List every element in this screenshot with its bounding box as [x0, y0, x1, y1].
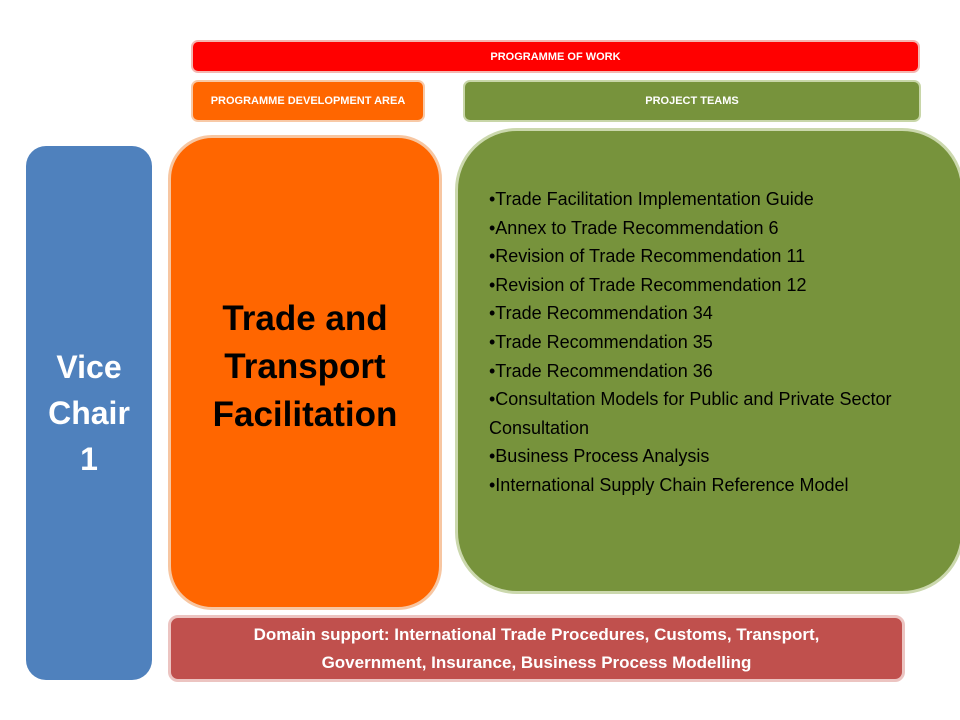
development-area-line-2: Transport: [224, 346, 386, 386]
programme-of-work-label: PROGRAMME OF WORK: [490, 50, 621, 63]
programme-development-area-label: PROGRAMME DEVELOPMENT AREA: [210, 94, 406, 107]
vice-chair-box: Vice Chair 1: [26, 146, 152, 680]
project-teams-box: •Trade Facilitation Implementation Guide…: [455, 128, 960, 594]
development-area-line-3: Facilitation: [212, 394, 398, 434]
list-item: •Business Process Analysis: [489, 446, 710, 467]
list-item: •Trade Recommendation 34: [489, 303, 713, 324]
trade-transport-facilitation-box: Trade and Transport Facilitation: [168, 135, 442, 610]
project-teams-label: PROJECT TEAMS: [645, 95, 739, 107]
list-item: •Revision of Trade Recommendation 12: [489, 274, 807, 295]
list-item: •Consultation Models for Public and Priv…: [489, 389, 892, 438]
development-area-line-1: Trade and: [222, 298, 388, 338]
vice-chair-line-2: Chair: [48, 395, 130, 431]
domain-support-line-2: Government, Insurance, Business Process …: [321, 652, 752, 672]
list-item: •Revision of Trade Recommendation 11: [489, 246, 806, 267]
vice-chair-line-3: 1: [80, 441, 98, 477]
vice-chair-line-1: Vice: [56, 349, 122, 385]
list-item: •Annex to Trade Recommendation 6: [489, 217, 779, 238]
programme-of-work-banner: PROGRAMME OF WORK: [191, 40, 920, 73]
domain-support-line-1: Domain support: International Trade Proc…: [253, 624, 820, 644]
list-item: •International Supply Chain Reference Mo…: [489, 474, 849, 495]
list-item: •Trade Recommendation 36: [489, 360, 713, 381]
list-item: •Trade Facilitation Implementation Guide: [489, 189, 814, 209]
programme-development-area-header: PROGRAMME DEVELOPMENT AREA: [191, 80, 425, 122]
list-item: •Trade Recommendation 35: [489, 331, 713, 352]
project-teams-header: PROJECT TEAMS: [463, 80, 921, 122]
domain-support-box: Domain support: International Trade Proc…: [168, 615, 905, 682]
project-list: •Trade Facilitation Implementation Guide…: [489, 185, 941, 500]
